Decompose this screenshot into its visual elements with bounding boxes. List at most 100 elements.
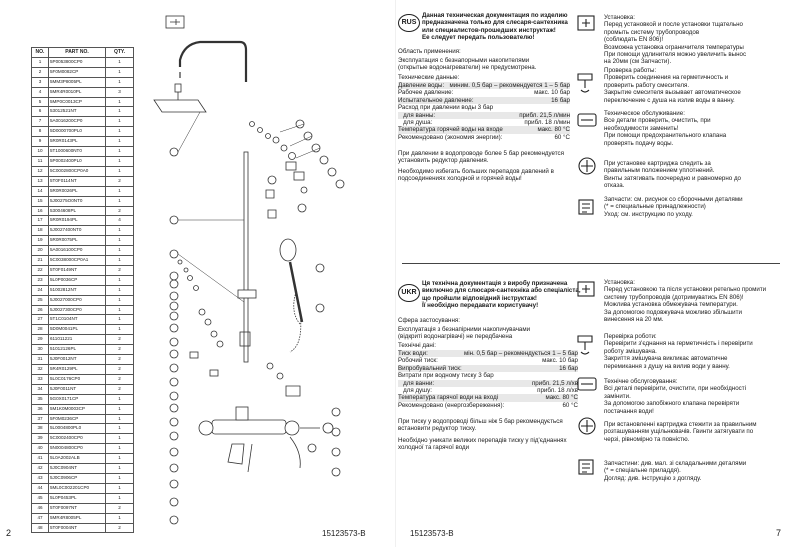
part-number-index: 22 <box>31 264 49 276</box>
left-doc-code: 15123573-B <box>322 529 366 538</box>
ukr-item-installation: Установка: Перед установкою та після уст… <box>604 279 767 324</box>
part-number: 5C0002400CP0 <box>48 433 106 445</box>
part-number: 5L0P0036CP <box>48 274 106 286</box>
part-number-index: 16 <box>31 205 49 217</box>
ukr-specs: Тиск води:мін. 0,5 бар – рекомендується … <box>398 350 578 409</box>
shower-hose <box>289 290 302 353</box>
part-quantity: 1 <box>105 155 134 167</box>
ukr-intro: Ця технічна документація з виробу призна… <box>422 280 581 310</box>
part-quantity: 2 <box>105 364 134 375</box>
part-number-index: 45 <box>31 492 49 504</box>
part-number-index: 31 <box>31 354 49 365</box>
ukr-note-pressure: При тиску у водопроводі більш ніж 5 бар … <box>398 418 563 433</box>
spec-label: Расход при давлении воды 3 бар <box>398 104 494 112</box>
spec-value: макс. 80 °C <box>537 126 570 134</box>
part-number-index: 12 <box>31 165 49 177</box>
part-number: 5T1000600NT0 <box>48 146 106 157</box>
part-number: 5C0038000CP0A1 <box>48 255 106 266</box>
part-number-index: 42 <box>31 463 49 474</box>
spec-row: Давление воды:миним. 0,5 бар – рекоменду… <box>398 82 570 90</box>
part-number-index: 24 <box>31 284 49 296</box>
shower-head <box>153 83 207 113</box>
part-quantity: 2 <box>105 344 134 356</box>
part-number-index: 48 <box>31 522 49 534</box>
part-number: 5J0027400NT0 <box>48 225 106 237</box>
part-quantity: 1 <box>105 403 134 415</box>
part-number: 5J0C0904NT <box>48 463 106 474</box>
right-page-number: 7 <box>776 528 782 538</box>
part-quantity: 1 <box>105 76 134 88</box>
spec-row: Випробувальний тиск:16 бар <box>398 364 578 373</box>
part-quantity: 1 <box>105 274 134 286</box>
maintenance-icon <box>577 113 597 127</box>
ukr-note-differential: Необхідно уникати великих перепадів тиск… <box>398 437 567 452</box>
part-number-index: 32 <box>31 364 49 375</box>
part-number: 5D0M0041PL <box>48 324 106 336</box>
part-quantity: 1 <box>105 324 134 336</box>
cartridge-icon <box>578 157 596 175</box>
part-number: 51002812NT <box>48 284 106 296</box>
part-number: 5T0F0149NT <box>48 264 106 276</box>
part-number: 5P0053800CP0 <box>48 56 106 68</box>
part-number-index: 15 <box>31 195 49 207</box>
spec-value: мін. 0,5 бар – рекомендується 1 – 5 бар <box>463 350 578 357</box>
part-number: 5T0F0114NT <box>48 175 106 187</box>
part-quantity: 4 <box>105 215 134 227</box>
part-number: 53004608PL <box>48 205 106 217</box>
part-number-index: 46 <box>31 502 49 514</box>
rus-specs: Давление воды:миним. 0,5 бар – рекоменду… <box>398 82 570 141</box>
part-number-index: 3 <box>31 76 49 88</box>
part-number-index: 36 <box>31 403 49 415</box>
rus-scope-title: Область применения: <box>398 48 461 55</box>
part-number-index: 38 <box>31 423 49 435</box>
part-quantity: 1 <box>105 482 134 494</box>
part-quantity: 1 <box>105 106 134 118</box>
part-number-index: 25 <box>31 294 49 306</box>
spec-row: Рекомендовано (енергозбереження):60 °C <box>398 402 578 409</box>
part-number: 5P0002400PL0 <box>48 155 106 167</box>
installation-icon <box>577 15 595 31</box>
rus-item-cartridge: При установке картриджа следить за прави… <box>604 160 742 190</box>
spec-value: макс. 10 бар <box>542 357 578 365</box>
spec-label: для душу: <box>398 387 432 395</box>
spec-row: для ванны:прибл. 21,5 л/мин <box>398 111 570 120</box>
part-number: 5T1C0104NT <box>48 314 106 326</box>
part-number-index: 2 <box>31 66 49 78</box>
part-quantity: 1 <box>105 433 134 445</box>
rus-item-installation: Установка: Перед установкой и после уста… <box>604 14 747 66</box>
ukr-icons <box>577 281 597 475</box>
part-number-index: 17 <box>31 215 49 227</box>
spec-label: Рекомендовано (экономия энергии): <box>398 133 503 141</box>
spare-parts-icon <box>578 199 594 215</box>
spec-label: для ванны: <box>398 111 436 119</box>
spec-row: Витрати при водному тиску 3 бар <box>398 372 578 379</box>
function-check-icon <box>577 335 593 355</box>
part-quantity: 2 <box>105 502 134 514</box>
spec-row: Испытательное давление:16 бар <box>398 96 570 105</box>
part-number: 5F0M0236CP <box>48 413 106 425</box>
part-quantity: 1 <box>105 56 134 68</box>
parts-table-header: NO. PART NO. QTY. <box>31 47 134 58</box>
rus-note-pressure: При давлении в водопроводе более 5 бар р… <box>398 150 564 165</box>
header-part-no: PART NO. <box>48 47 106 58</box>
part-quantity: 2 <box>105 373 134 385</box>
rus-intro: Данная техническая документация по издел… <box>422 12 568 42</box>
part-number-index: 27 <box>31 314 49 326</box>
rus-badge: RUS <box>398 14 420 32</box>
spec-row: для ванни:прибл. 21,5 л/хв <box>398 379 578 388</box>
